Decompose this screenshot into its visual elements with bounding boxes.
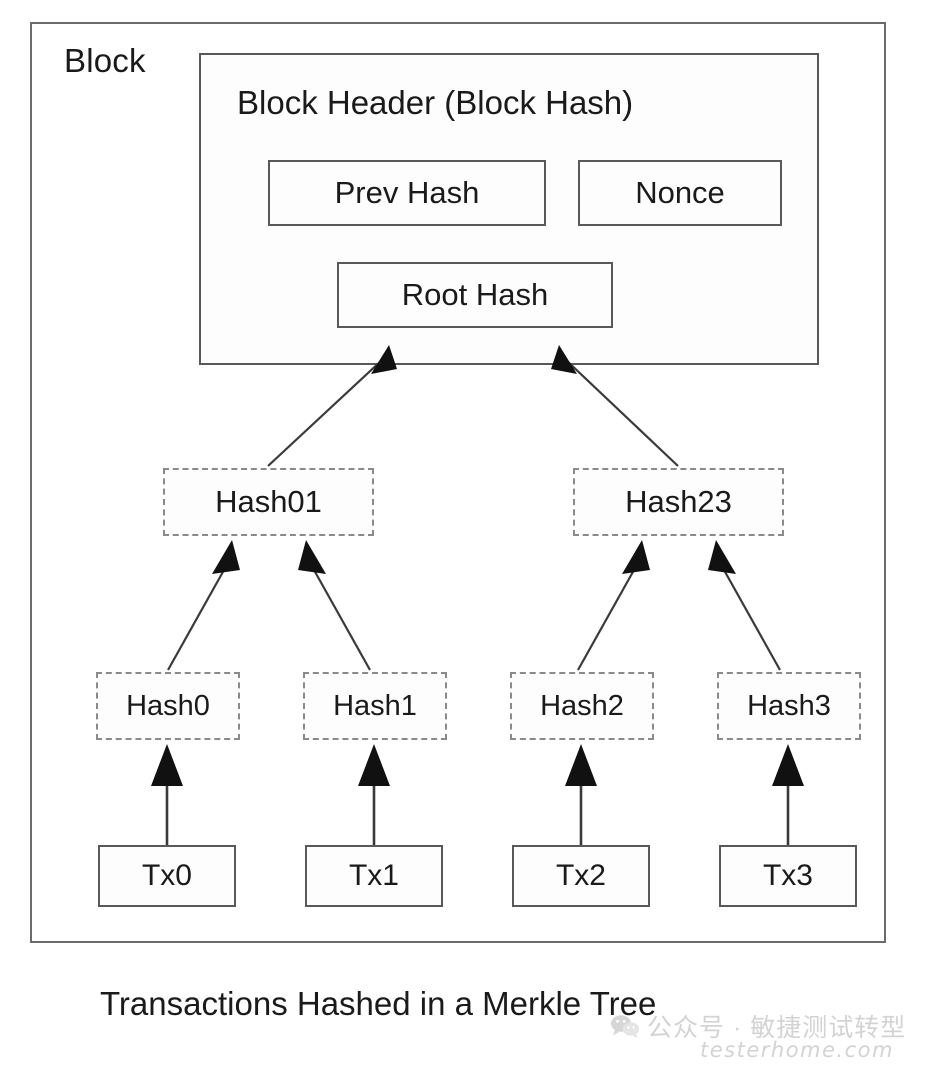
tx0-node: Tx0: [98, 845, 236, 907]
hash01-node: Hash01: [163, 468, 374, 536]
diagram-caption: Transactions Hashed in a Merkle Tree: [100, 985, 657, 1022]
watermark: 公众号 · 敏捷测试转型: [610, 1008, 906, 1044]
nonce-box: Nonce: [578, 160, 782, 226]
hash0-node: Hash0: [96, 672, 240, 740]
tx2-node: Tx2: [512, 845, 650, 907]
hash2-node: Hash2: [510, 672, 654, 740]
tx1-node: Tx1: [305, 845, 443, 907]
hash1-node: Hash1: [303, 672, 447, 740]
watermark-text: 公众号 · 敏捷测试转型: [647, 1014, 907, 1042]
watermark-url: testerhome.com: [700, 1038, 894, 1062]
block-label: Block: [64, 42, 146, 79]
root-hash-box: Root Hash: [337, 262, 613, 328]
hash23-node: Hash23: [573, 468, 784, 536]
hash3-node: Hash3: [717, 672, 861, 740]
prev-hash-box: Prev Hash: [268, 160, 546, 226]
tx3-node: Tx3: [719, 845, 857, 907]
wechat-icon: [611, 1015, 640, 1038]
block-header-title: Block Header (Block Hash): [237, 84, 634, 121]
